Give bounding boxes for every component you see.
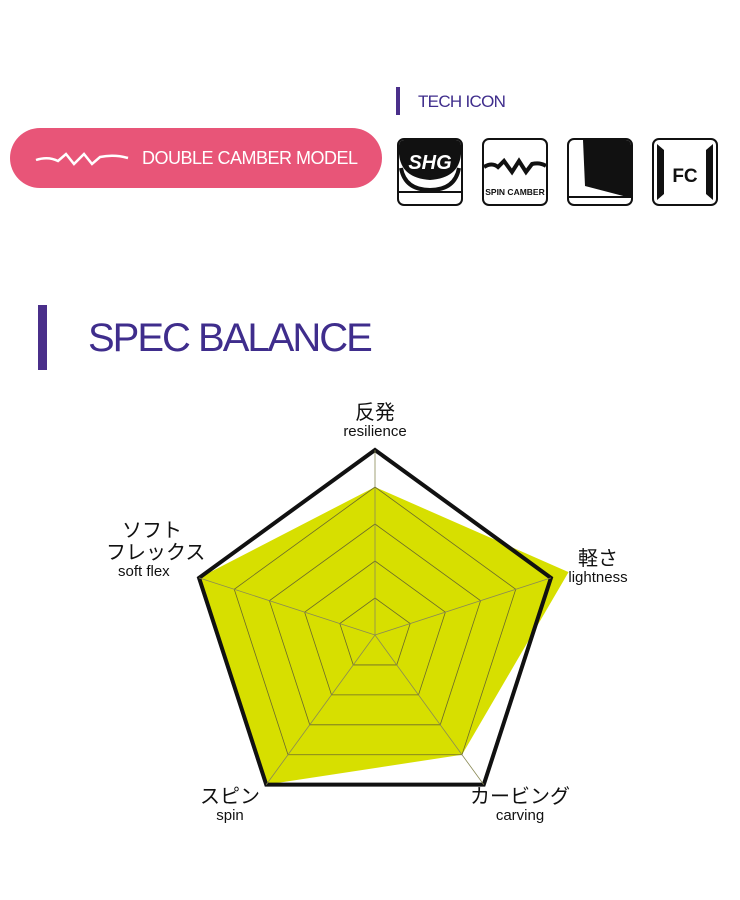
axis-en: carving: [495, 807, 545, 824]
tech-accent-bar: [396, 87, 400, 115]
radar-outer-frame: [196, 447, 554, 787]
axis-label-soft-flex: ソフト フレックス soft flex: [90, 520, 210, 581]
radar-axis-line: [198, 577, 376, 636]
spin-camber-icon: SPIN CAMBER: [482, 138, 548, 206]
sidewall-icon: [567, 138, 633, 206]
radar-axis-line: [374, 634, 485, 785]
shg-icon: SHG: [397, 138, 463, 206]
radar-grid-ring: [233, 486, 517, 756]
radar-data-area: [199, 487, 569, 785]
spec-balance-title: SPEC BALANCE: [88, 316, 373, 360]
radar-grid-ring: [304, 560, 446, 696]
camber-wave-icon: [35, 152, 129, 166]
axis-label-lightness: 軽さ lightness: [548, 548, 648, 587]
fc-icon: FC: [652, 138, 718, 206]
svg-text:FC: FC: [672, 166, 698, 187]
axis-jp: フレックス: [106, 542, 206, 564]
radar-axis-line: [265, 634, 376, 785]
axis-jp: スピン: [200, 786, 260, 808]
axis-jp: 軽さ: [578, 548, 618, 570]
spec-accent-bar: [38, 305, 47, 370]
axis-label-carving: カービング carving: [450, 786, 590, 825]
axis-jp: ソフト: [122, 520, 182, 542]
double-camber-badge: DOUBLE CAMBER MODEL: [10, 128, 382, 188]
model-label: DOUBLE CAMBER MODEL: [142, 147, 358, 168]
axis-label-resilience: 反発 resilience: [315, 402, 435, 441]
axis-en: resilience: [343, 423, 407, 440]
axis-jp: 反発: [355, 402, 395, 424]
axis-en: lightness: [568, 569, 628, 586]
axis-en: soft flex: [118, 563, 170, 580]
radar-axis-line: [374, 577, 552, 636]
axis-label-spin: スピン spin: [180, 786, 280, 825]
axis-en: spin: [216, 807, 244, 824]
radar-grid-ring: [339, 597, 411, 666]
tech-icon-title: TECH ICON: [418, 92, 506, 111]
axis-jp: カービング: [470, 786, 570, 808]
radar-grid-ring: [268, 523, 482, 726]
svg-text:SPIN CAMBER: SPIN CAMBER: [485, 187, 545, 197]
svg-text:SHG: SHG: [408, 152, 451, 174]
